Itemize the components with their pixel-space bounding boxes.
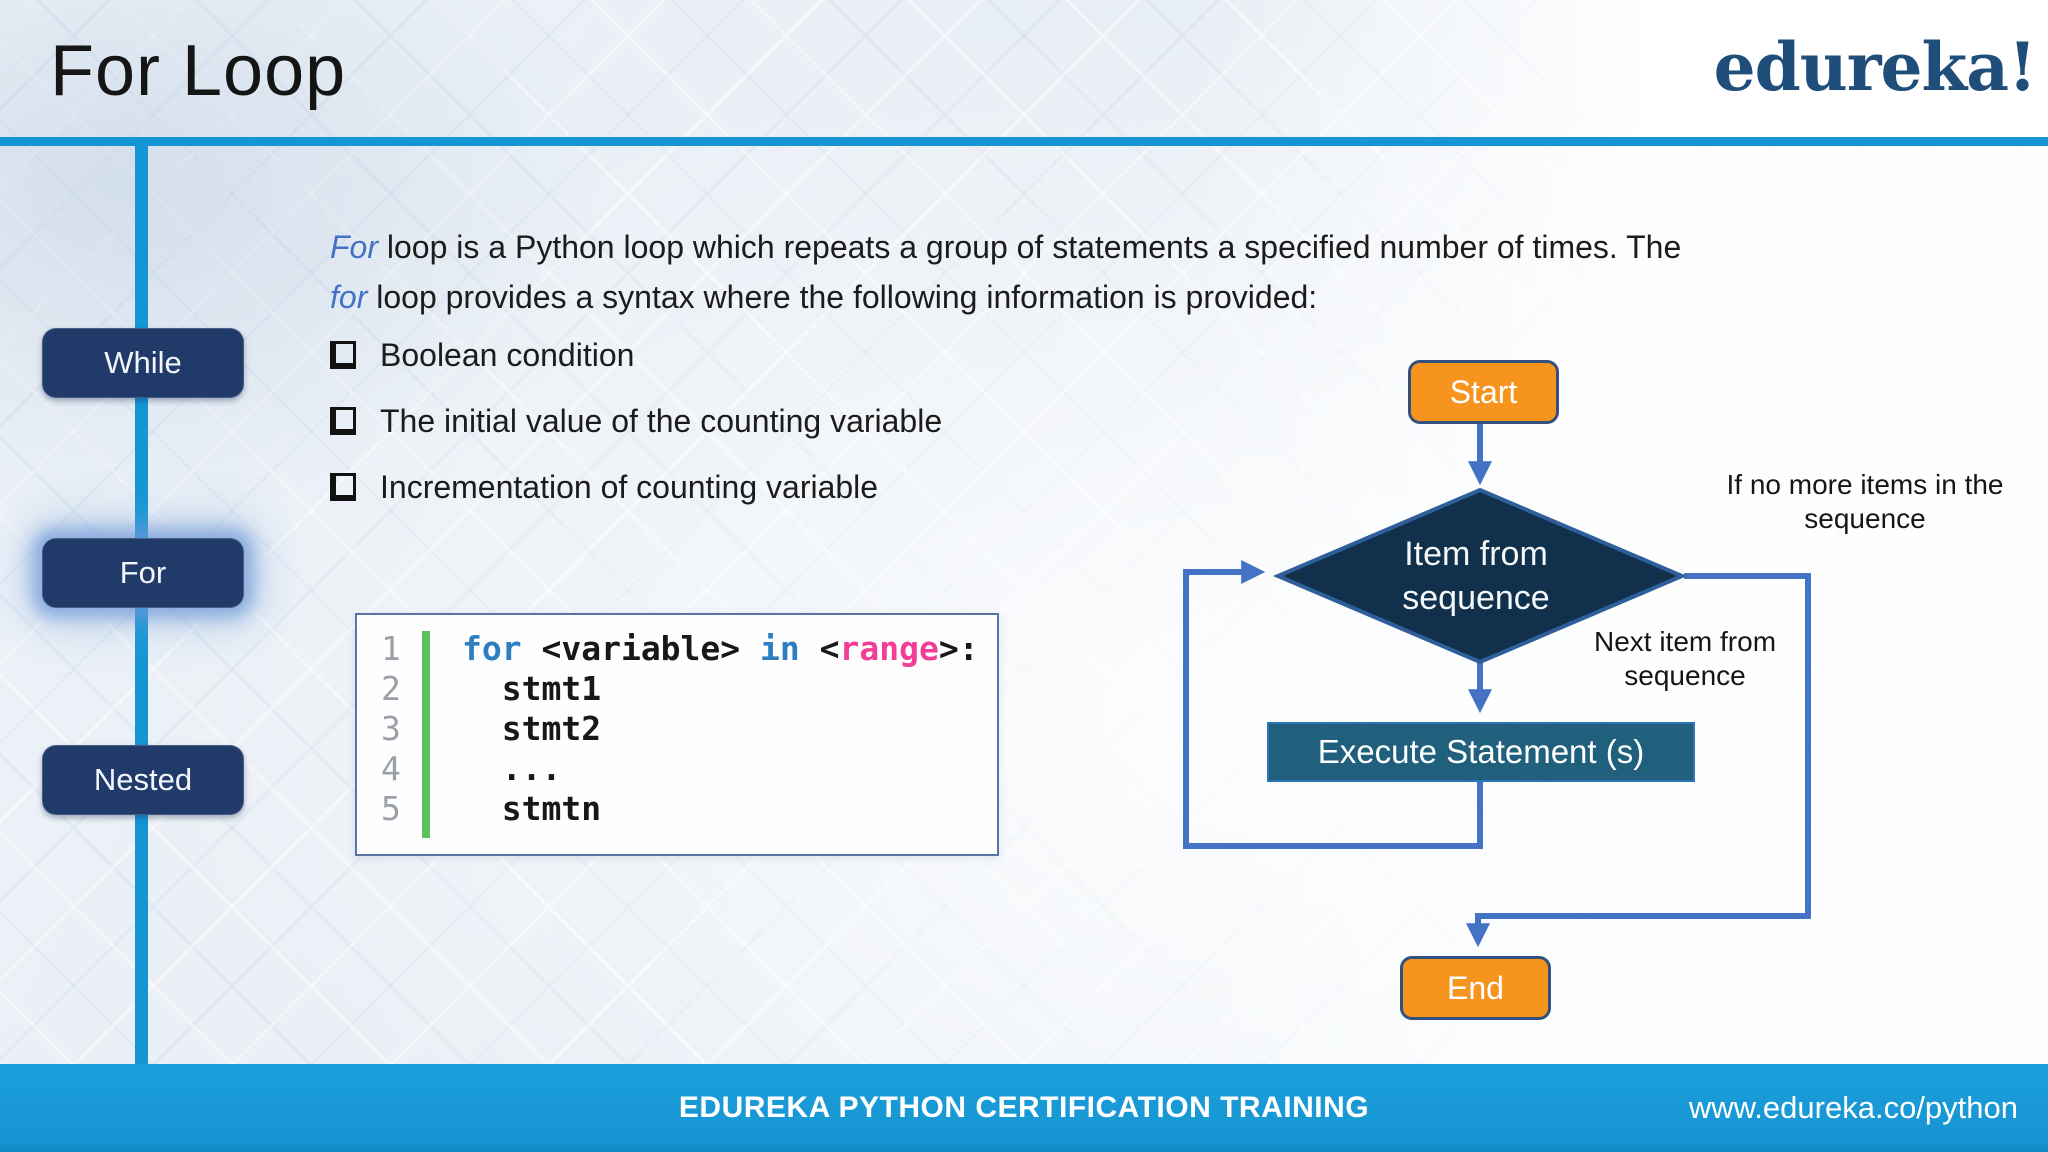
sidebar-item-for[interactable]: For [42, 538, 244, 608]
code-line: 1 for <variable> in <range>: [357, 629, 997, 669]
code-line: 2 stmt1 [357, 669, 997, 709]
intro-line-2: for loop provides a syntax where the fol… [330, 279, 1318, 315]
sidebar-item-label: While [104, 345, 182, 380]
line-number: 2 [381, 669, 401, 708]
flow-decision-label: Item from sequence [1402, 535, 1550, 617]
sidebar-item-nested[interactable]: Nested [42, 745, 244, 815]
checkbox-bullet-icon [330, 407, 356, 435]
page-title: For Loop [50, 31, 347, 111]
code-text: stmt2 [501, 709, 602, 748]
code-gutter-bar [422, 631, 430, 838]
code-text: ... [501, 749, 562, 788]
flow-start-node: Start [1408, 360, 1559, 424]
line-number: 3 [381, 709, 401, 748]
code-text: stmt1 [501, 669, 602, 708]
code-line: 4 ... [357, 749, 997, 789]
bullet-list: Boolean condition The initial value of t… [330, 334, 942, 532]
sidebar-item-label: For [119, 555, 167, 590]
sidebar-item-while[interactable]: While [42, 328, 244, 398]
sidebar-item-label: Nested [93, 762, 193, 797]
flow-end-label: End [1447, 969, 1504, 1006]
list-item: Incrementation of counting variable [330, 466, 942, 508]
code-text: stmtn [501, 789, 602, 828]
flow-start-label: Start [1449, 373, 1518, 410]
header-divider [0, 137, 2048, 146]
code-line: 5 stmtn [357, 789, 997, 829]
flow-execute-label: Execute Statement (s) [1317, 733, 1645, 770]
intro-paragraph: For loop is a Python loop which repeats … [330, 222, 1681, 322]
footer-course-title: EDUREKA PYTHON CERTIFICATION TRAINING [678, 1091, 1370, 1124]
flow-annotation-no-more-items: If no more items in the sequence [1726, 469, 2004, 534]
checkbox-bullet-icon [330, 341, 356, 369]
line-number: 5 [381, 789, 401, 828]
footer-bar: EDUREKA PYTHON CERTIFICATION TRAINING ww… [0, 1064, 2048, 1152]
flow-execute-node: Execute Statement (s) [1267, 722, 1695, 782]
flow-annotation-next-item: Next item from sequence [1593, 626, 1777, 691]
code-text: for <variable> in <range>: [462, 629, 979, 668]
footer-url-link[interactable]: www.edureka.co/python [1688, 1090, 2018, 1125]
list-item: The initial value of the counting variab… [330, 400, 942, 442]
flow-end-node: End [1400, 956, 1551, 1020]
code-line: 3 stmt2 [357, 709, 997, 749]
checkbox-bullet-icon [330, 473, 356, 501]
line-number: 4 [381, 749, 401, 788]
intro-keyword: For [330, 229, 378, 265]
list-item: Boolean condition [330, 334, 942, 376]
intro-line-1: For loop is a Python loop which repeats … [330, 229, 1682, 265]
code-lines: 1 for <variable> in <range>: 2 stmt1 3 s… [357, 629, 997, 829]
line-number: 1 [381, 629, 401, 668]
logo-backdrop [1560, 0, 2048, 137]
intro-keyword: for [330, 279, 368, 315]
code-snippet: 1 for <variable> in <range>: 2 stmt1 3 s… [355, 613, 999, 856]
edureka-logo: edureka! [1713, 28, 2037, 106]
